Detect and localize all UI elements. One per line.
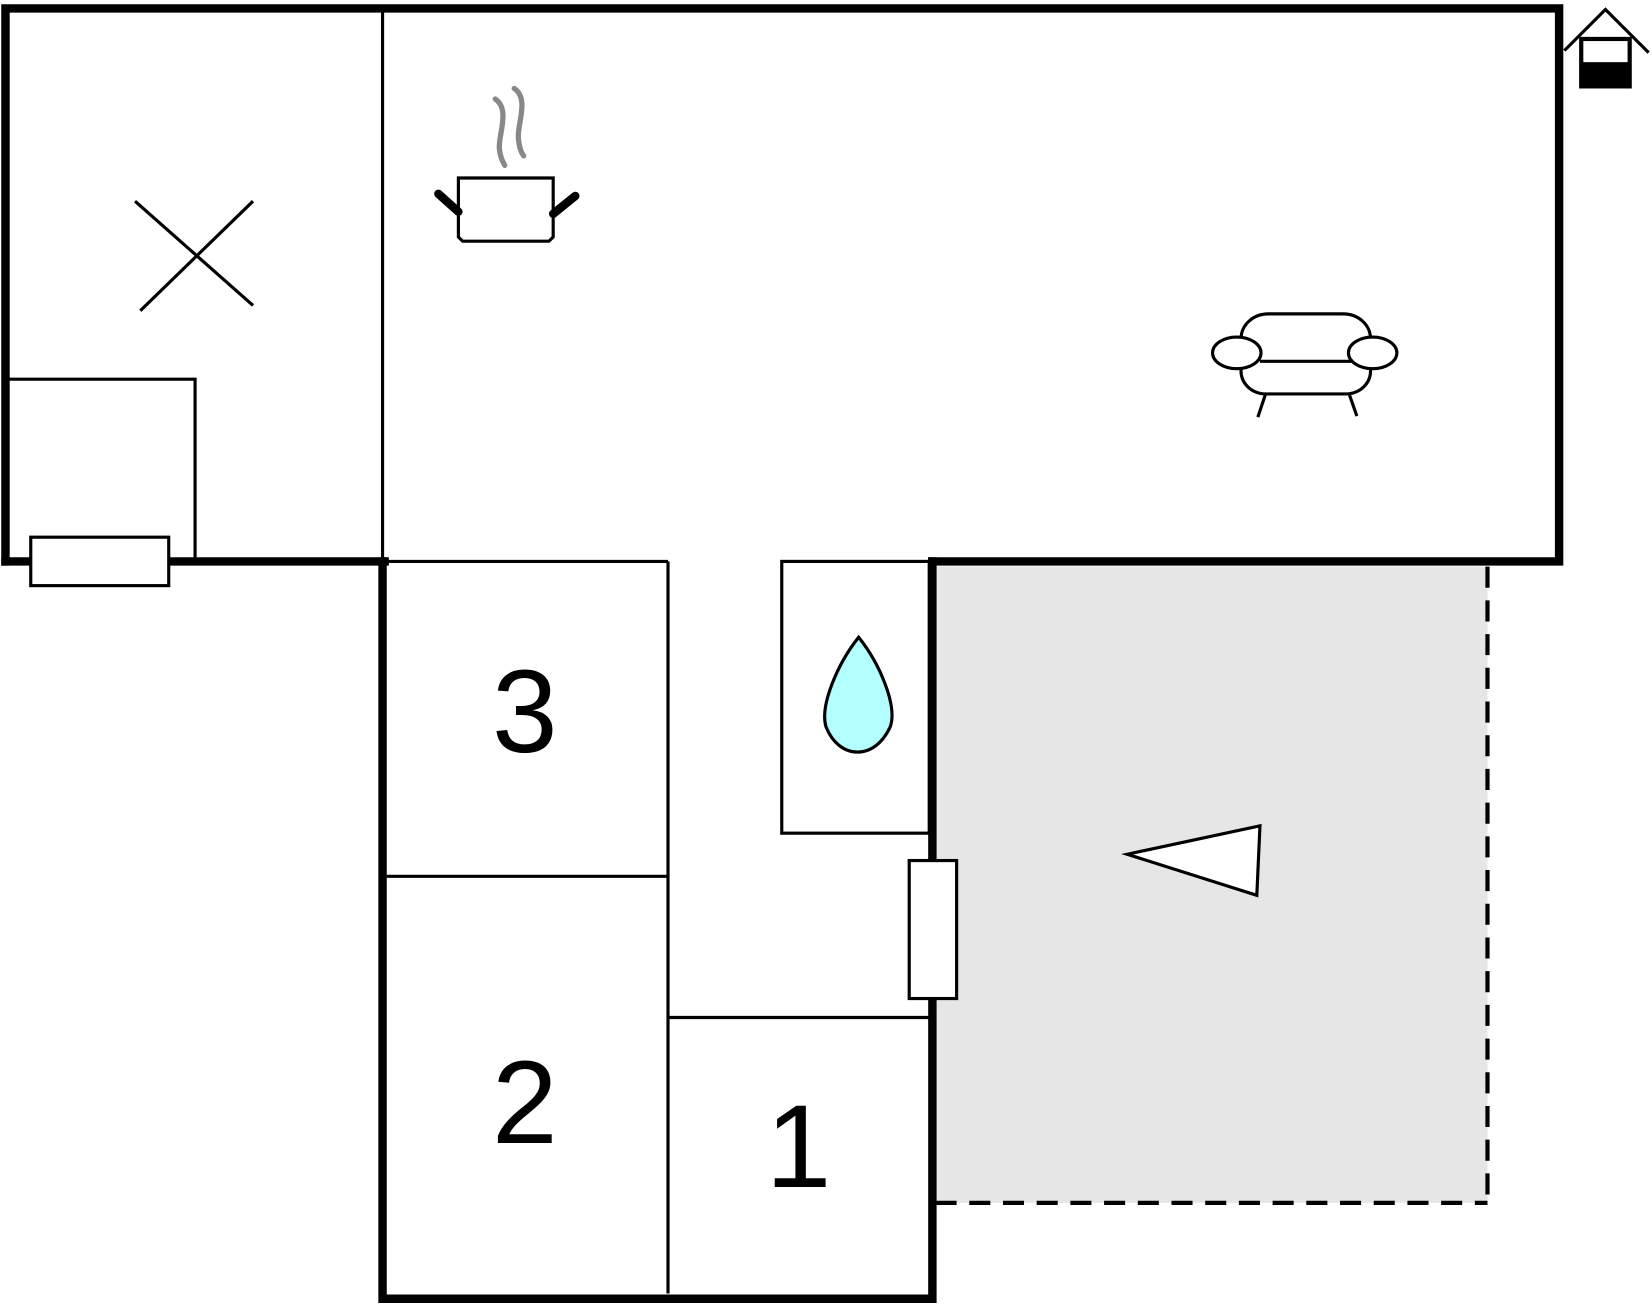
compass-triangle-icon [1121,823,1262,898]
x-mark-icon [133,199,255,312]
room-label-3: 3 [492,645,558,777]
house-icon [1563,7,1650,89]
room-label-1: 1 [766,1080,832,1212]
inner-walls [8,8,931,1294]
water-drop-icon [823,634,894,754]
sofa-icon [1210,312,1399,418]
door-terrace [907,858,959,1001]
room-label-2: 2 [492,1036,558,1168]
door-left [29,535,171,588]
terrace [935,566,1490,1205]
kitchen-pot-icon [434,85,580,243]
